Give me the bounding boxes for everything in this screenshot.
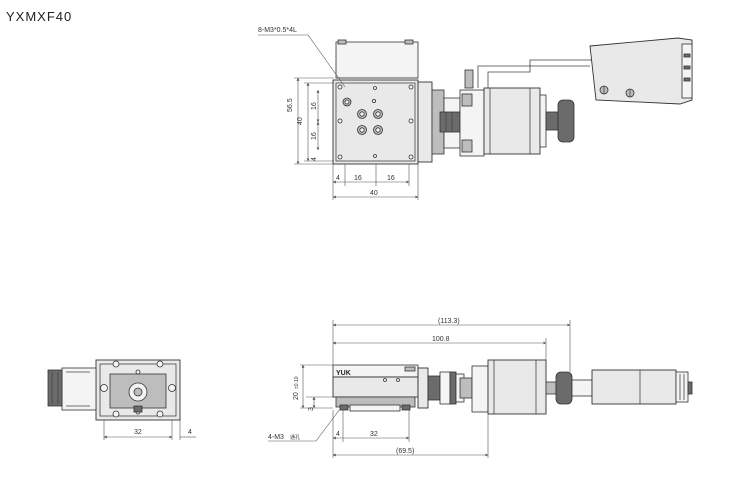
end-dim-width: 32 xyxy=(134,429,142,436)
connector-housing xyxy=(589,37,693,105)
mount-holes xyxy=(337,84,414,160)
dim-total-height: 56.5 xyxy=(287,98,294,112)
dim-body-length: 100.8 xyxy=(432,336,450,343)
drawing-title: YXMXF40 xyxy=(6,9,73,24)
thread-callout: 8-M3*0.5*4L xyxy=(258,27,297,34)
dim-pitch-x-a: 16 xyxy=(354,175,362,182)
dim-pitch-a: 16 xyxy=(311,102,318,110)
stepper-motor xyxy=(483,87,541,155)
side-view: YUK (113.3) 100.8 xyxy=(268,318,693,458)
hand-knob xyxy=(557,99,575,143)
side-dim-pitch: 32 xyxy=(370,431,378,438)
side-dim-edge: 4 xyxy=(336,431,340,438)
dim-plate-height: 40 xyxy=(297,117,304,125)
dim-edge-4h: 4 xyxy=(336,175,340,182)
counterbore-holes xyxy=(342,97,383,135)
top-rail xyxy=(335,41,419,79)
side-connector xyxy=(591,369,677,405)
end-connector xyxy=(61,367,97,411)
dim-edge-4v: 4 xyxy=(311,157,318,161)
brand-logo: YUK xyxy=(336,370,351,377)
dim-pitch-x-b: 16 xyxy=(387,175,395,182)
dim-base-thickness: 3 xyxy=(308,407,315,411)
bearing-block xyxy=(417,81,433,163)
end-dim-edge: 4 xyxy=(188,429,192,436)
through-hole-note: 通孔 xyxy=(290,434,300,441)
dim-height: 20 xyxy=(293,392,300,400)
dim-pitch-b: 16 xyxy=(311,132,318,140)
side-motor xyxy=(487,359,547,415)
dim-stage-length: (69.5) xyxy=(396,448,414,455)
through-hole-callout: 4-M3 xyxy=(268,434,284,441)
end-view: 32 4 xyxy=(47,359,196,440)
table-plate xyxy=(332,79,419,165)
top-view: 8-M3*0.5*4L 56.5 40 16 16 4 4 16 16 40 xyxy=(258,27,693,200)
dim-overall-length: (113.3) xyxy=(438,318,460,325)
dim-height-tol: ±0.10 xyxy=(294,376,300,389)
side-base xyxy=(332,376,419,398)
dim-plate-width: 40 xyxy=(370,190,378,197)
side-knob xyxy=(555,371,573,405)
